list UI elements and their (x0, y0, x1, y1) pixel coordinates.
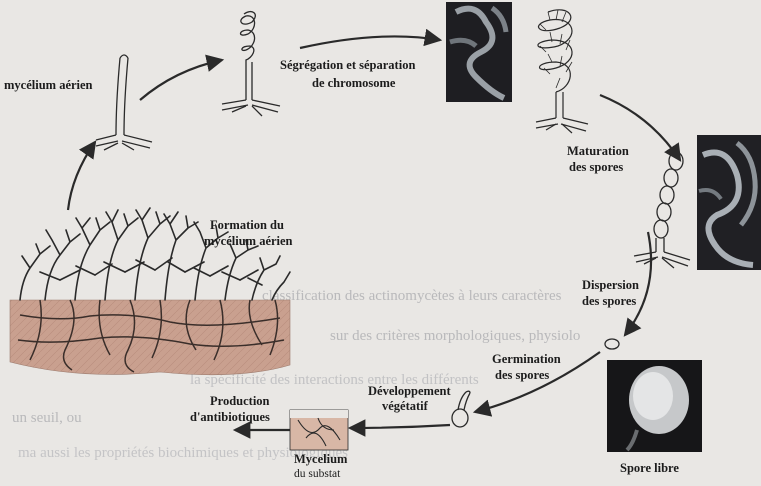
label-production-line2: d'antibiotiques (190, 410, 270, 425)
micrograph-spores (697, 135, 761, 270)
arrow-segregation-to-chromosome (300, 36, 440, 48)
label-mycelium-substrat-line1: Mycelium (294, 452, 347, 467)
label-formation-line2: mycélium aérien (204, 234, 293, 249)
arrow-formation-to-aerial (68, 142, 95, 210)
arrow-aerial-to-segregation (140, 60, 222, 100)
spore-coil-stage3 (536, 10, 588, 133)
label-developpement-line1: Développement (368, 384, 451, 399)
micrograph-free-spore (607, 360, 702, 452)
mature-spore-chain (634, 152, 690, 268)
label-aerial-mycelium: mycélium aérien (4, 78, 93, 93)
dispersed-spore (605, 339, 619, 349)
label-segregation-line1: Ségrégation et séparation (280, 58, 415, 73)
label-formation-line1: Formation du (210, 218, 284, 233)
substrate-mycelium-box (290, 410, 348, 450)
label-dispersion-line1: Dispersion (582, 278, 639, 293)
arrow-development (350, 425, 450, 428)
colony-soil (10, 300, 290, 375)
coiled-hypha-stage2 (222, 12, 280, 116)
label-mycelium-substrat-line2: du substat (294, 467, 340, 482)
label-developpement-line2: végétatif (382, 399, 428, 414)
label-maturation-line2: des spores (569, 160, 623, 175)
label-production-line1: Production (210, 394, 270, 409)
label-segregation-line2: de chromosome (312, 76, 395, 91)
label-dispersion-line2: des spores (582, 294, 636, 309)
label-germination-line2: des spores (495, 368, 549, 383)
germinating-spore (452, 391, 470, 427)
aerial-hypha-stage1 (96, 55, 152, 150)
label-maturation-line1: Maturation (567, 144, 629, 159)
label-germination-line1: Germination (492, 352, 561, 367)
micrograph-chromosome (446, 2, 512, 102)
label-spore-libre: Spore libre (620, 461, 679, 476)
